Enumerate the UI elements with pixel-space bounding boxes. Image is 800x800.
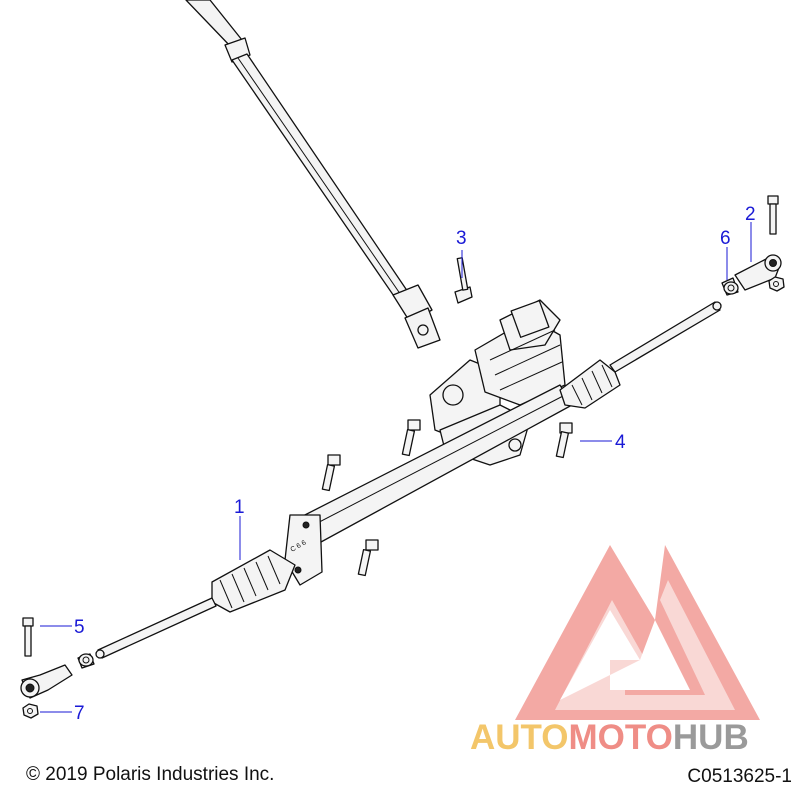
watermark-wordmark: AUTOMOTOHUB: [470, 718, 749, 758]
bolt-4: [555, 422, 573, 459]
tie-rod-left: [95, 597, 217, 659]
bolt-3: [454, 257, 473, 304]
nut-2: [768, 276, 785, 292]
steering-shaft: [185, 0, 441, 349]
callout-4: 4: [615, 432, 626, 453]
bolt-2: [767, 195, 779, 235]
callout-3: 3: [456, 228, 467, 249]
nut-7: [22, 703, 39, 719]
bolt-mount-a: [401, 419, 421, 457]
callout-5: 5: [74, 617, 85, 638]
jam-nut-6: [723, 281, 739, 295]
copyright-text: © 2019 Polaris Industries Inc.: [26, 764, 275, 785]
callout-7: 7: [74, 703, 85, 724]
watermark-logo: [515, 545, 760, 720]
callout-2: 2: [745, 204, 756, 225]
bolt-mount-c: [357, 539, 379, 577]
watermark-hub: HUB: [672, 718, 749, 757]
callout-1: 1: [234, 497, 245, 518]
watermark-auto: AUTO: [470, 718, 569, 757]
callout-6: 6: [720, 228, 731, 249]
tie-rod-right: [609, 301, 722, 373]
drawing-code: C0513625-1: [687, 766, 792, 787]
bolt-mount-b: [321, 454, 341, 492]
jam-nut-left: [78, 653, 94, 667]
right-boot: [559, 359, 621, 409]
bolt-5: [22, 617, 34, 657]
left-boot: [211, 549, 296, 613]
watermark-moto: MOTO: [568, 718, 673, 757]
